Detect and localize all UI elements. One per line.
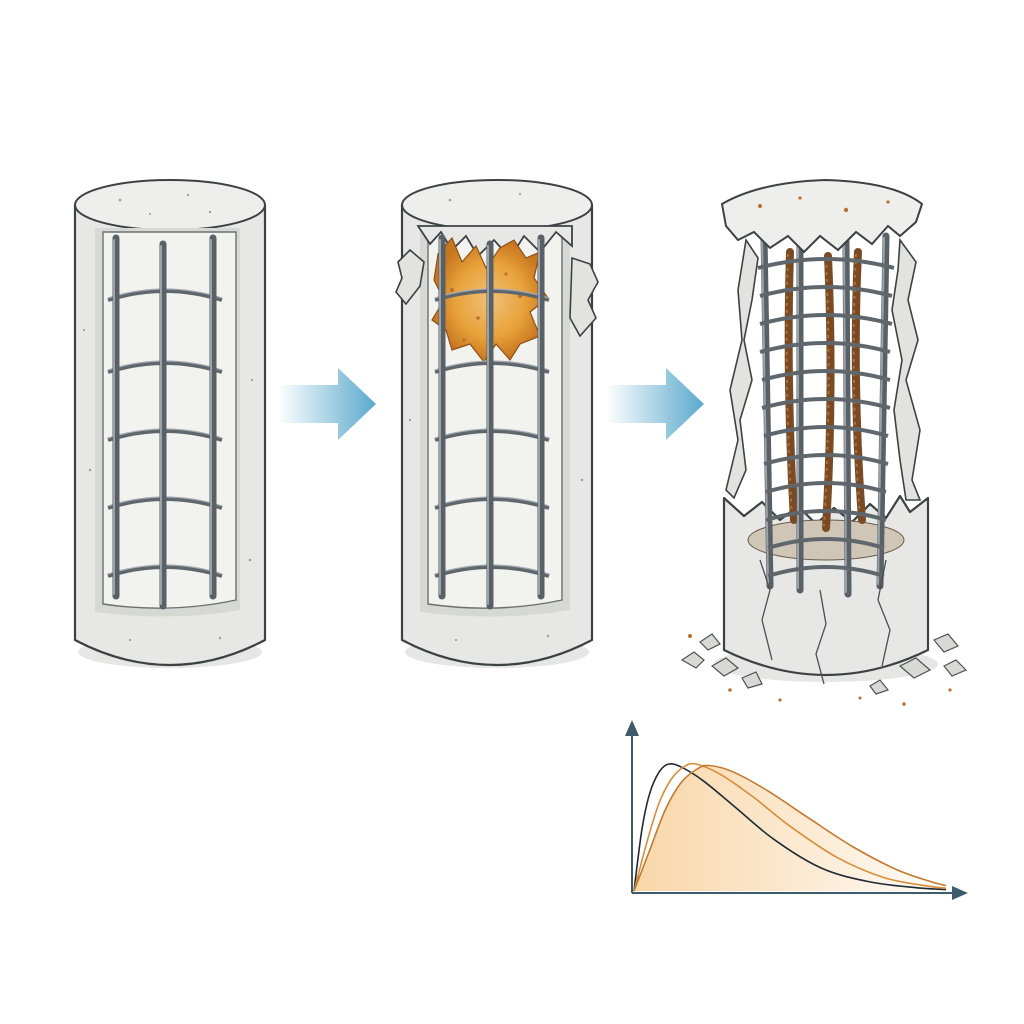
rebars	[438, 234, 545, 610]
rebars	[112, 234, 217, 610]
intact-column	[73, 179, 267, 668]
stirrups	[757, 257, 895, 578]
chart-series-line-3	[633, 764, 947, 892]
side-spall-right	[569, 256, 599, 338]
stage-arrow-1	[278, 368, 376, 440]
shell-fragment-right	[891, 237, 922, 501]
decay-chart	[625, 720, 968, 900]
cap-rust-stains	[758, 196, 890, 213]
cracks	[759, 559, 891, 685]
shell-fragment-left	[725, 237, 759, 500]
stage-arrow-2	[606, 368, 704, 440]
spalling-column	[395, 179, 599, 668]
cutaway-recess	[102, 231, 237, 609]
chart-series-line-1	[633, 762, 947, 892]
surface-specks	[82, 193, 254, 642]
surface-specks	[408, 192, 584, 642]
broken-top-cap	[720, 178, 924, 254]
rubble	[680, 633, 968, 706]
x-axis-arrowhead	[952, 886, 968, 900]
chart-series-line-2	[633, 762, 947, 892]
column-top	[401, 179, 593, 231]
side-spall-left	[395, 248, 425, 306]
failed-column	[680, 178, 968, 706]
y-axis-arrowhead	[625, 720, 639, 736]
chart-fill	[634, 765, 946, 891]
column-top	[74, 179, 266, 231]
chart-series	[633, 762, 947, 892]
